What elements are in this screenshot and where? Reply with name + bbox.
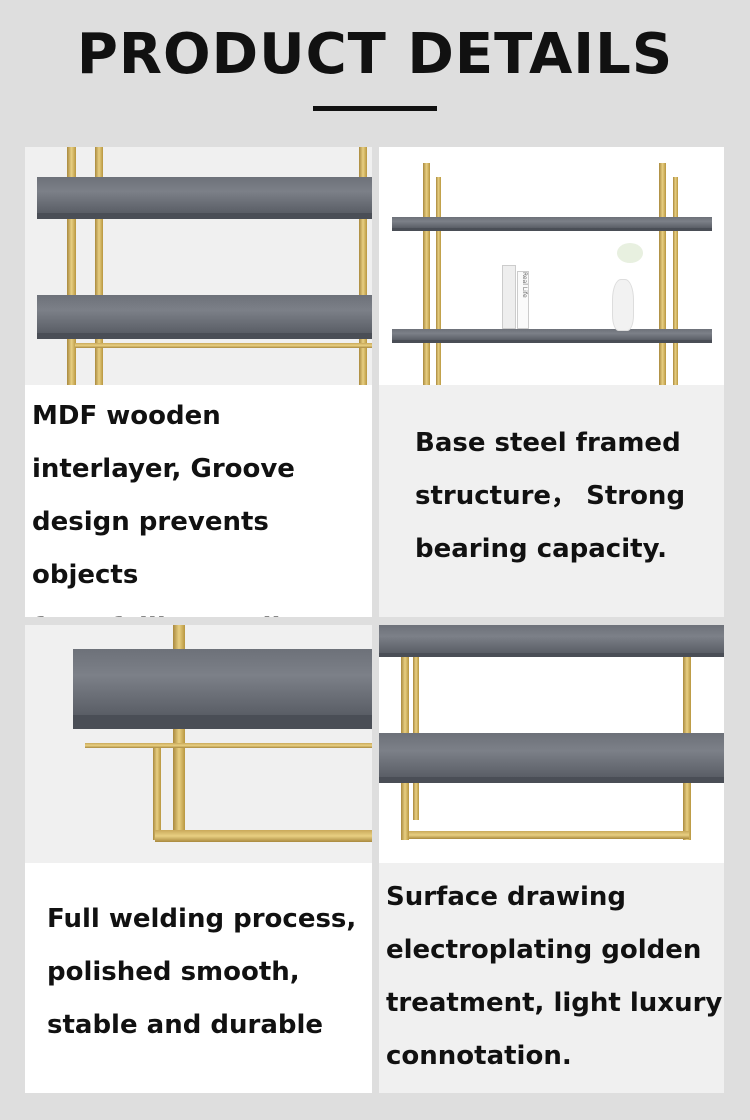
book-icon bbox=[502, 265, 516, 329]
text-line: design prevents objects bbox=[32, 507, 269, 590]
shelf-closeup-image bbox=[25, 147, 372, 385]
text-line: Full welding process, bbox=[47, 904, 357, 934]
vase-icon bbox=[612, 279, 634, 331]
detail-card-welding: Full welding process, polished smooth, s… bbox=[25, 625, 372, 1093]
book-icon: Real Life bbox=[517, 271, 529, 329]
full-shelf-image: Real Life bbox=[379, 147, 724, 385]
page-title: PRODUCT DETAILS bbox=[76, 22, 674, 87]
frame-closeup-image bbox=[379, 625, 724, 863]
flower-icon bbox=[617, 243, 643, 263]
card-description: Surface drawing electroplating golden tr… bbox=[386, 871, 724, 1083]
welding-closeup-image bbox=[25, 625, 372, 863]
detail-card-mdf: MDF wooden interlayer, Groove design pre… bbox=[25, 147, 372, 617]
text-line: polished smooth, bbox=[47, 957, 300, 987]
text-line: electroplating golden bbox=[386, 935, 702, 965]
detail-card-surface: Surface drawing electroplating golden tr… bbox=[379, 625, 724, 1093]
text-line: stable and durable bbox=[47, 1010, 324, 1040]
title-underline bbox=[313, 106, 437, 111]
text-line: bearing capacity. bbox=[415, 534, 668, 564]
text-line: interlayer, Groove bbox=[32, 454, 295, 484]
card-description: MDF wooden interlayer, Groove design pre… bbox=[32, 390, 372, 617]
text-line: MDF wooden bbox=[32, 401, 221, 431]
text-line: connotation. bbox=[386, 1041, 572, 1071]
text-line: treatment, light luxury bbox=[386, 988, 723, 1018]
text-line: structure， Strong bbox=[415, 481, 686, 511]
card-description: Full welding process, polished smooth, s… bbox=[47, 893, 372, 1052]
text-line: Base steel framed bbox=[415, 428, 681, 458]
text-line: from falling easily. bbox=[32, 602, 372, 617]
detail-card-steel-frame: Real Life Base steel framed structure， S… bbox=[379, 147, 724, 617]
card-description: Base steel framed structure， Strong bear… bbox=[415, 417, 724, 576]
text-line: Surface drawing bbox=[386, 882, 627, 912]
